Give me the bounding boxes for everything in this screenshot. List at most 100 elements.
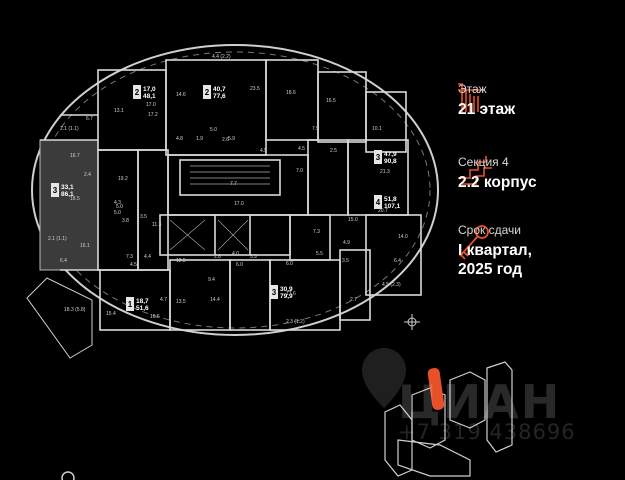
room-area-label: 6.7 (86, 116, 93, 122)
watermark-phone: +7 319 438696 (398, 420, 576, 444)
stairs (190, 165, 270, 185)
apartment-rooms: 3 (53, 186, 58, 195)
room-area-label: 5.9 (250, 254, 257, 260)
room-area-label: 6.4 (60, 258, 67, 264)
apartment-rooms: 4 (376, 198, 381, 207)
room-area-label: 2.7 (350, 297, 357, 303)
room-area-label: 2.8 (214, 254, 221, 260)
apartment-area-living: 30,9 (280, 286, 293, 293)
deadline-value-line2: 2025 год (458, 261, 523, 278)
room-area-label: 17.6 (286, 291, 296, 297)
room-area-label: 7.9 (312, 126, 319, 132)
room-area-label: 6.0 (286, 261, 293, 267)
section-stairs-icon (458, 156, 492, 185)
apartment-area-total: 77,6 (213, 93, 226, 100)
section-block: Секция 4 2.2 корпус (458, 155, 537, 192)
current-section-marker (427, 368, 445, 410)
room-area-label: 6.0 (236, 262, 243, 268)
room-area-label: 5.5 (316, 251, 323, 257)
apartment-area-living: 47,9 (384, 151, 397, 158)
room-area-label: 2.3 (1.2) (286, 319, 305, 325)
room-area-label: 16.5 (150, 314, 160, 320)
room-area-label: 3.5 (342, 258, 349, 264)
apartment-area-total: 48,1 (143, 93, 156, 100)
floor-label: Этаж (458, 82, 487, 96)
room-area-label: 7.3 (313, 229, 320, 235)
section-label: Секция 4 (458, 155, 509, 169)
apartment-area-total: 79,9 (280, 293, 293, 300)
apartment-area-total: 51,6 (136, 305, 149, 312)
watermark-pin (362, 348, 406, 408)
apartment-area-living: 17,0 (143, 86, 156, 93)
deadline-label: Срок сдачи (458, 223, 521, 237)
building-outline (31, 44, 439, 336)
room-area-label: 12.5 (176, 258, 186, 264)
deadline-value-line1: I квартал, (458, 242, 532, 259)
room-area-label: 18.3 (5.8) (64, 307, 86, 313)
room-area-label: 3.8 (122, 218, 129, 224)
room-area-label: 5.9 (228, 136, 235, 142)
room-area-label: 4.5 (298, 146, 305, 152)
room-area-label: 4.9 (343, 240, 350, 246)
room-area-label: 17.0 (146, 102, 156, 108)
room-area-label: 4.3 (114, 200, 121, 206)
room-area-label: 19.2 (118, 176, 128, 182)
room-area-label: 4.4 (2.2) (212, 54, 231, 60)
balcony (26, 277, 93, 359)
room-area-label: 23.5 (250, 86, 260, 92)
room-area-label: 16.5 (326, 98, 336, 104)
key-icon (459, 225, 489, 260)
room-area-label: 20.7 (378, 208, 388, 214)
room-area-label: 13.5 (176, 299, 186, 305)
room-area-label: 1.9 (196, 136, 203, 142)
brand-logo-icon (61, 471, 75, 480)
apartment-rooms: 1 (128, 300, 133, 309)
room-area-label: 4.5 (2.3) (382, 282, 401, 288)
deadline-block: Срок сдачи I квартал, 2025 год (458, 223, 532, 279)
room-area-label: 16.1 (80, 243, 90, 249)
room-area-label: 18.5 (70, 196, 80, 202)
room-area-label: 11.3 (152, 222, 162, 228)
room-area-label: 5.0 (114, 210, 121, 216)
apartment-rooms: 2 (205, 88, 210, 97)
apartment-rooms: 3 (272, 288, 277, 297)
room-area-label: 21.3 (380, 169, 390, 175)
room-area-label: 10.1 (372, 126, 382, 132)
room-area-label: 2.4 (84, 172, 91, 178)
floor-value: 21 этаж (458, 101, 516, 118)
apartment-rooms: 3 (376, 153, 381, 162)
apartment-area-total: 90,8 (384, 158, 397, 165)
room-area-label: 9.4 (208, 277, 215, 283)
room-area-label: 4.4 (144, 254, 151, 260)
room-area-label: 4.8 (176, 136, 183, 142)
room-area-label: 17.0 (234, 201, 244, 207)
floor-block: Этаж 21 этаж (458, 82, 515, 119)
room-area-label: 4.0 (232, 251, 239, 257)
apartment-area-living: 40,7 (213, 86, 226, 93)
room-area-label: 4.5 (260, 148, 267, 154)
compass-icon (404, 314, 420, 330)
room-area-label: 5.0 (116, 204, 123, 210)
apartment-rooms: 2 (135, 88, 140, 97)
apartment-highlight[interactable] (39, 139, 99, 271)
watermark-brand: ЦИАН (398, 375, 562, 429)
room-area-label: 14.4 (210, 297, 220, 303)
building-minimap (384, 361, 513, 477)
room-area-label: 14.0 (398, 234, 408, 240)
apartment-area-total: 107,1 (384, 203, 401, 210)
room-area-label: 7.3 (126, 254, 133, 260)
room-area-label: 14.6 (176, 92, 186, 98)
room-area-label: 2.1 (1.1) (48, 236, 67, 242)
apartment-area-living: 33,1 (61, 184, 74, 191)
floor-icon (458, 83, 485, 112)
room-area-label: 7.7 (230, 181, 237, 187)
section-value: 2.2 корпус (458, 174, 537, 191)
